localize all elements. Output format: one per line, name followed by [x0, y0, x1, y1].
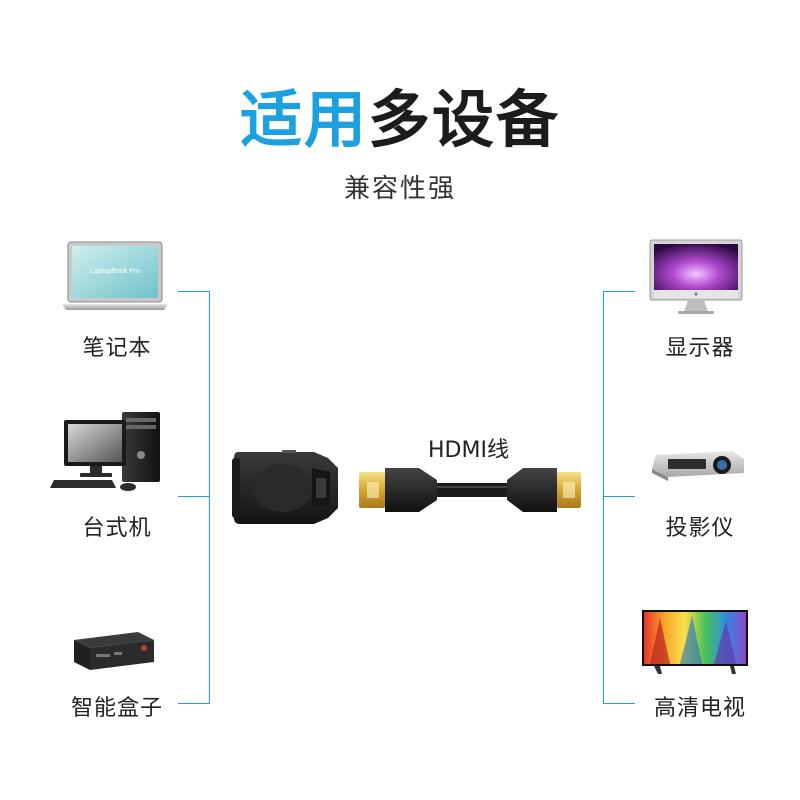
laptop-icon: LaptopBook Pro: [62, 241, 168, 310]
hdtv-icon: [642, 610, 748, 674]
left-bracket-vertical: [209, 291, 210, 704]
page-title: 适用多设备: [0, 80, 800, 160]
hdtv-label: 高清电视: [653, 696, 746, 721]
hdmi-adapter: [230, 448, 342, 528]
laptop-screen-text: LaptopBook Pro: [90, 268, 140, 275]
monitor-device: [648, 238, 744, 318]
desktop-label: 台式机: [82, 516, 152, 541]
right-bracket-top: [603, 291, 635, 292]
right-bracket-bottom: [603, 703, 635, 704]
title-highlight: 适用: [239, 83, 368, 156]
smart-box-icon: [74, 632, 154, 670]
title-rest: 多设备: [368, 83, 561, 156]
cable-label: HDMI线: [428, 438, 509, 463]
left-bracket-bottom: [178, 703, 210, 704]
monitor-label: 显示器: [665, 336, 735, 361]
hdmi-cable-icon: [359, 468, 581, 512]
smart-box-device: [68, 630, 158, 675]
left-bracket-top: [178, 291, 210, 292]
hdmi-female-adapter-icon: [232, 450, 338, 524]
right-bracket-vertical: [603, 291, 604, 704]
desktop-computer-icon: [50, 412, 160, 491]
right-bracket-mid: [603, 496, 635, 497]
page-subtitle: 兼容性强: [343, 174, 456, 204]
projector-device: [648, 445, 748, 485]
left-bracket-mid: [178, 496, 210, 497]
hdmi-cable: [355, 460, 585, 520]
smart-box-label: 智能盒子: [70, 696, 163, 721]
projector-label: 投影仪: [665, 516, 735, 541]
hdtv-device: [640, 608, 750, 676]
projector-icon: [652, 451, 744, 481]
desktop-device: [50, 410, 170, 495]
laptop-label: 笔记本: [82, 336, 152, 361]
monitor-icon: [649, 239, 743, 314]
laptop-device: LaptopBook Pro: [60, 240, 170, 315]
